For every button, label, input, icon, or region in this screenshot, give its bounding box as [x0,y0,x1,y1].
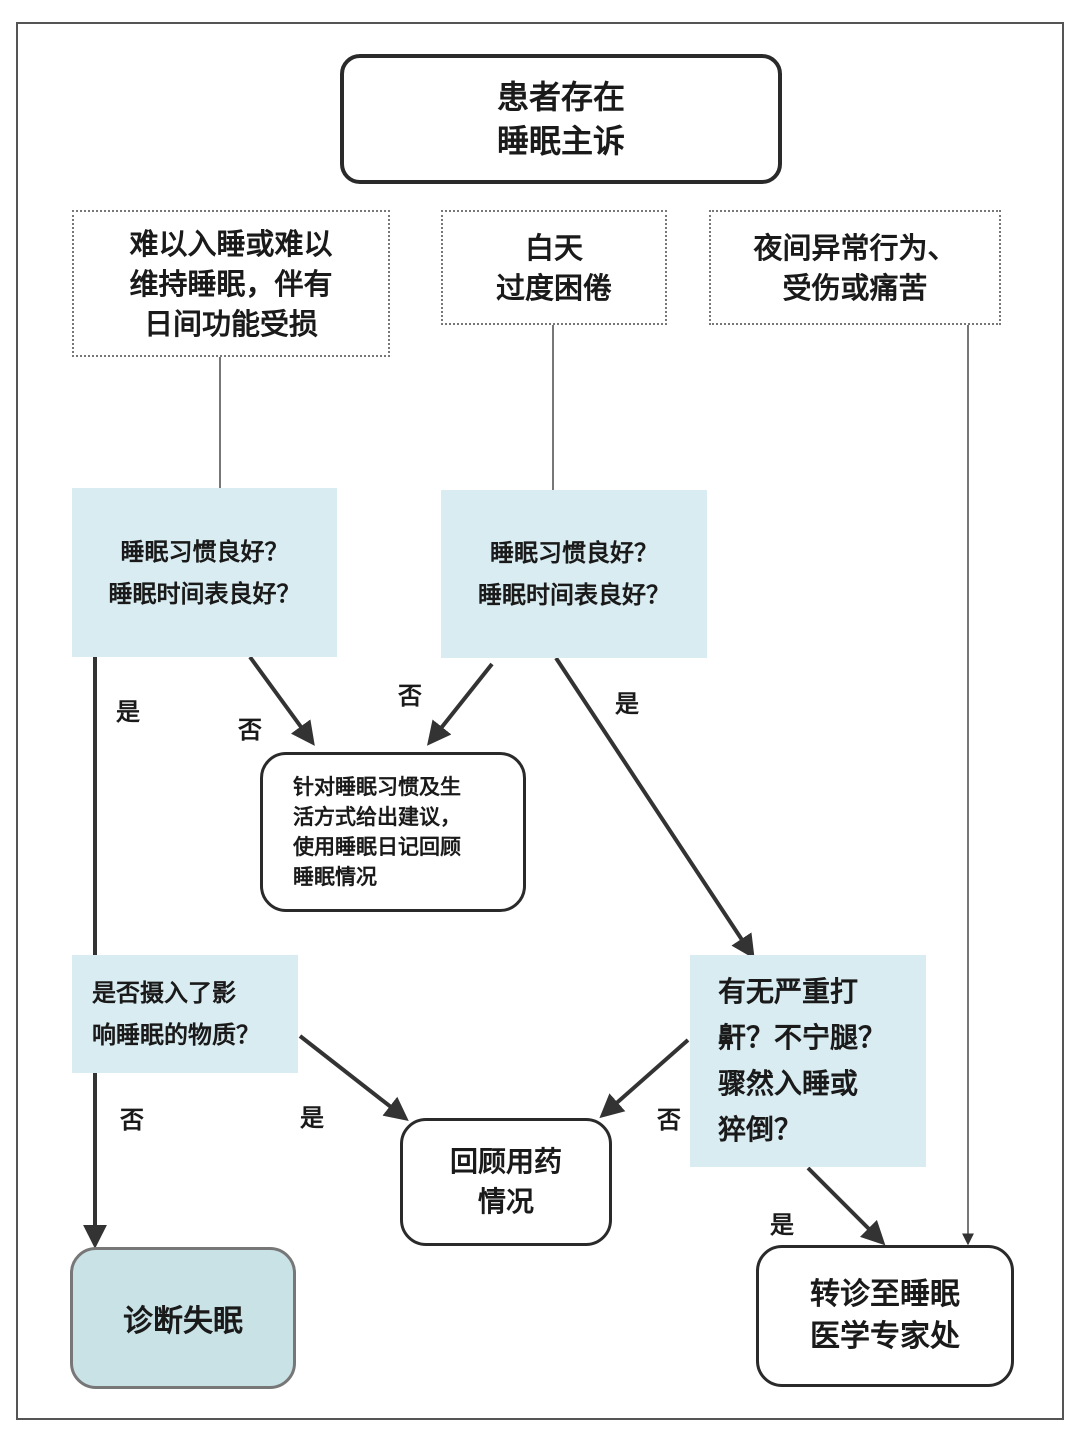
edge-label-substance-no: 否 [120,1106,144,1134]
edge-label-left-yes: 是 [116,698,140,726]
question-sleep-habits-left: 睡眠习惯良好？ 睡眠时间表良好？ [72,488,337,657]
diagnose-insomnia-node: 诊断失眠 [70,1247,296,1389]
edge-label-mid-yes: 是 [615,690,639,718]
advice-node: 针对睡眠习惯及生 活方式给出建议， 使用睡眠日记回顾 睡眠情况 [260,752,526,912]
question-sleep-habits-mid: 睡眠习惯良好？ 睡眠时间表良好？ [441,490,707,658]
arrow-left-no [248,655,315,746]
symptom-insomnia: 难以入睡或难以 维持睡眠，伴有 日间功能受损 [72,210,390,357]
arrow-mid-no [427,662,494,746]
review-medication-node: 回顾用药 情况 [400,1118,612,1246]
arrow-snore-yes [806,1166,886,1246]
arrow-mid-yes [554,656,755,960]
edge-label-snore-no: 否 [657,1106,681,1134]
question-substance: 是否摄入了影 响睡眠的物质？ [72,955,298,1073]
symptom-night-behavior: 夜间异常行为、 受伤或痛苦 [709,210,1001,325]
referral-node: 转诊至睡眠 医学专家处 [756,1245,1014,1387]
edge-label-mid-no: 否 [398,682,422,710]
edge-label-substance-yes: 是 [300,1104,324,1132]
arrow-snore-no [599,1038,690,1119]
symptom-daytime-sleepiness: 白天 过度困倦 [441,210,667,325]
diagram-frame [16,22,1064,1420]
question-snoring: 有无严重打 鼾？不宁腿？ 骤然入睡或 猝倒？ [690,955,926,1167]
start-node: 患者存在 睡眠主诉 [340,54,782,184]
arrow-substance-yes [298,1034,409,1121]
edge-label-left-no: 否 [238,716,262,744]
edge-label-snore-yes: 是 [770,1211,794,1239]
